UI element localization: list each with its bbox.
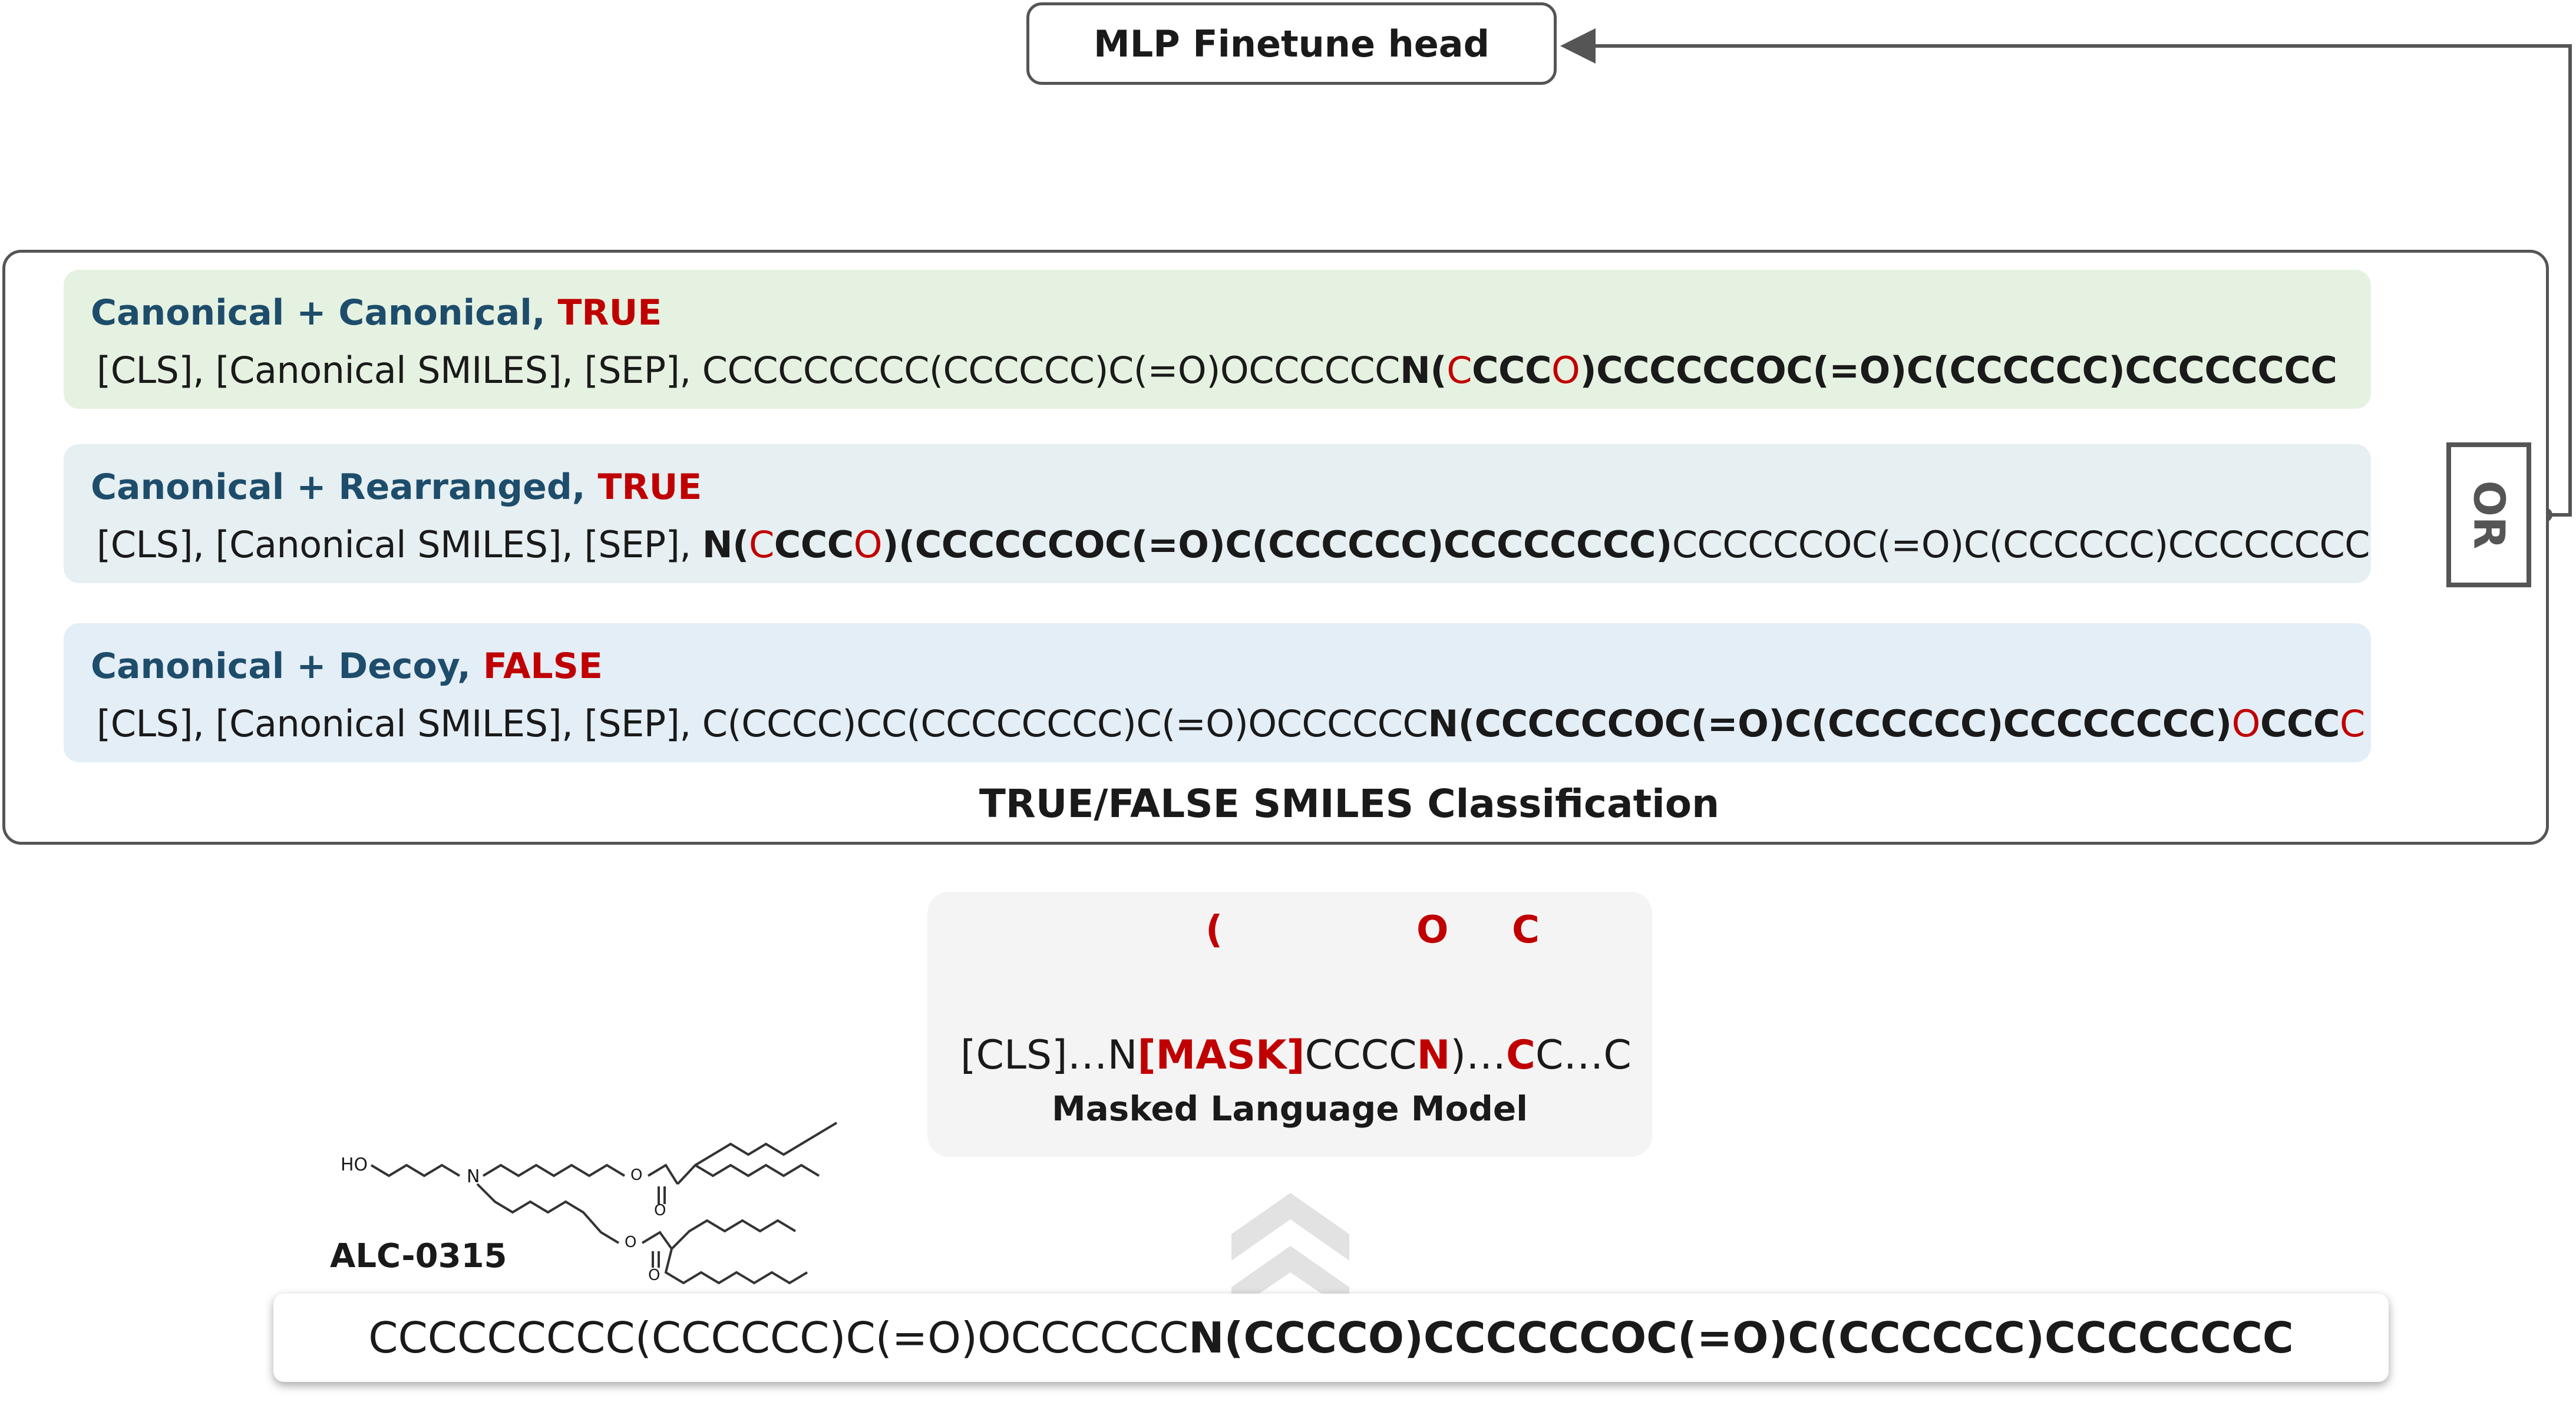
input-smiles: CCCCCCCCC(CCCCCC)C(=O)OCCCCCCN(CCCCO)CCC… [368,1313,2294,1363]
sequence-segment: [MASK] [1137,1032,1305,1079]
row-canonical-decoy: Canonical + Decoy, FALSE [CLS], [Canonic… [64,623,2371,762]
sequence-segment: CCC [1472,349,1552,392]
row-flag: TRUE [597,467,702,508]
molecule-atom-o: O [625,1234,637,1251]
sequence-segment: O [1551,349,1580,392]
or-label: OR [2464,480,2514,550]
big-up-chevrons [1231,1193,1349,1312]
molecule-structure [370,1122,838,1285]
sequence-segment: CCCC [1304,1032,1417,1079]
sequence-segment: N(CCCCO)CCCCCCOC(=O)C(CCCCCC)CCCCCCCC [1188,1313,2294,1363]
sequence-segment: N( [1399,349,1447,392]
sequence-segment: C [1446,349,1472,392]
sequence-segment: C [2339,702,2365,745]
molecule-atom-ho: HO [341,1155,368,1175]
row-sequence: [CLS], [Canonical SMILES], [SEP], N(CCCC… [97,523,2370,566]
row-sequence: [CLS], [Canonical SMILES], [SEP], C(CCCC… [97,702,2365,745]
mlm-prediction: C [1512,908,1540,952]
sequence-segment: )CCCCCCOC(=O)C(CCCCCC)CCCCCCCC [1580,349,2337,392]
row-sequence: [CLS], [Canonical SMILES], [SEP], CCCCCC… [97,349,2337,392]
mlm-sequence: [CLS]…N[MASK]CCCCN)…CC…C [960,1032,1632,1079]
sequence-segment: C [748,523,774,566]
sequence-segment: CCCCCCOC(=O)C(CCCCCC)CCCCCCCC [1672,523,2370,566]
sequence-segment: CCC [774,523,854,566]
sequence-segment: N [1416,1032,1451,1079]
sequence-segment: )(CCCCCCOC(=O)C(CCCCCC)CCCCCCCC) [882,523,1672,566]
molecule-atom-o: O [630,1166,643,1184]
sequence-segment: O [2231,702,2261,745]
or-node: OR [2446,442,2531,587]
sequence-segment: CCC [2260,702,2340,745]
sequence-segment: C [1505,1032,1535,1079]
row-title: Canonical + Decoy, FALSE [91,646,603,687]
row-flag: TRUE [557,292,662,333]
sequence-segment: [CLS]…N [960,1032,1138,1079]
sequence-segment: C…C [1535,1032,1632,1079]
molecule-atom-o: O [654,1202,666,1219]
input-smiles-box: CCCCCCCCC(CCCCCC)C(=O)OCCCCCCN(CCCCO)CCC… [273,1294,2389,1382]
sequence-segment: N( [702,523,749,566]
molecule-atom-o: O [648,1266,660,1284]
row-flag: FALSE [483,646,603,687]
sequence-segment: N(CCCCCCOC(=O)C(CCCCCC)CCCCCCCC) [1428,702,2232,745]
row-canonical-canonical: Canonical + Canonical, TRUE [CLS], [Cano… [64,270,2371,409]
sequence-segment: O [853,523,883,566]
molecule-name: ALC-0315 [330,1237,507,1275]
mlp-finetune-head-label: MLP Finetune head [1094,22,1490,65]
mlm-prediction: ( [1206,908,1223,952]
row-title: Canonical + Rearranged, TRUE [91,467,702,508]
row-title: Canonical + Canonical, TRUE [91,292,662,333]
classification-caption: TRUE/FALSE SMILES Classification [979,781,1720,826]
row-canonical-rearranged: Canonical + Rearranged, TRUE [CLS], [Can… [64,444,2371,583]
mlm-caption: Masked Language Model [1051,1089,1528,1129]
molecule-atom-n: N [467,1166,480,1187]
mlm-prediction: O [1416,908,1449,952]
mlp-finetune-head: MLP Finetune head [1026,2,1557,85]
sequence-segment: )… [1450,1032,1506,1079]
sequence-segment: CCCCCCCCC(CCCCCC)C(=O)OCCCCCC [368,1313,1189,1363]
mlm-panel [927,892,1652,1157]
sequence-segment: C(CCCC)CC(CCCCCCCC)C(=O)OCCCCCC [702,702,1428,745]
sequence-segment: CCCCCCCCC(CCCCCC)C(=O)OCCCCCC [702,349,1401,392]
